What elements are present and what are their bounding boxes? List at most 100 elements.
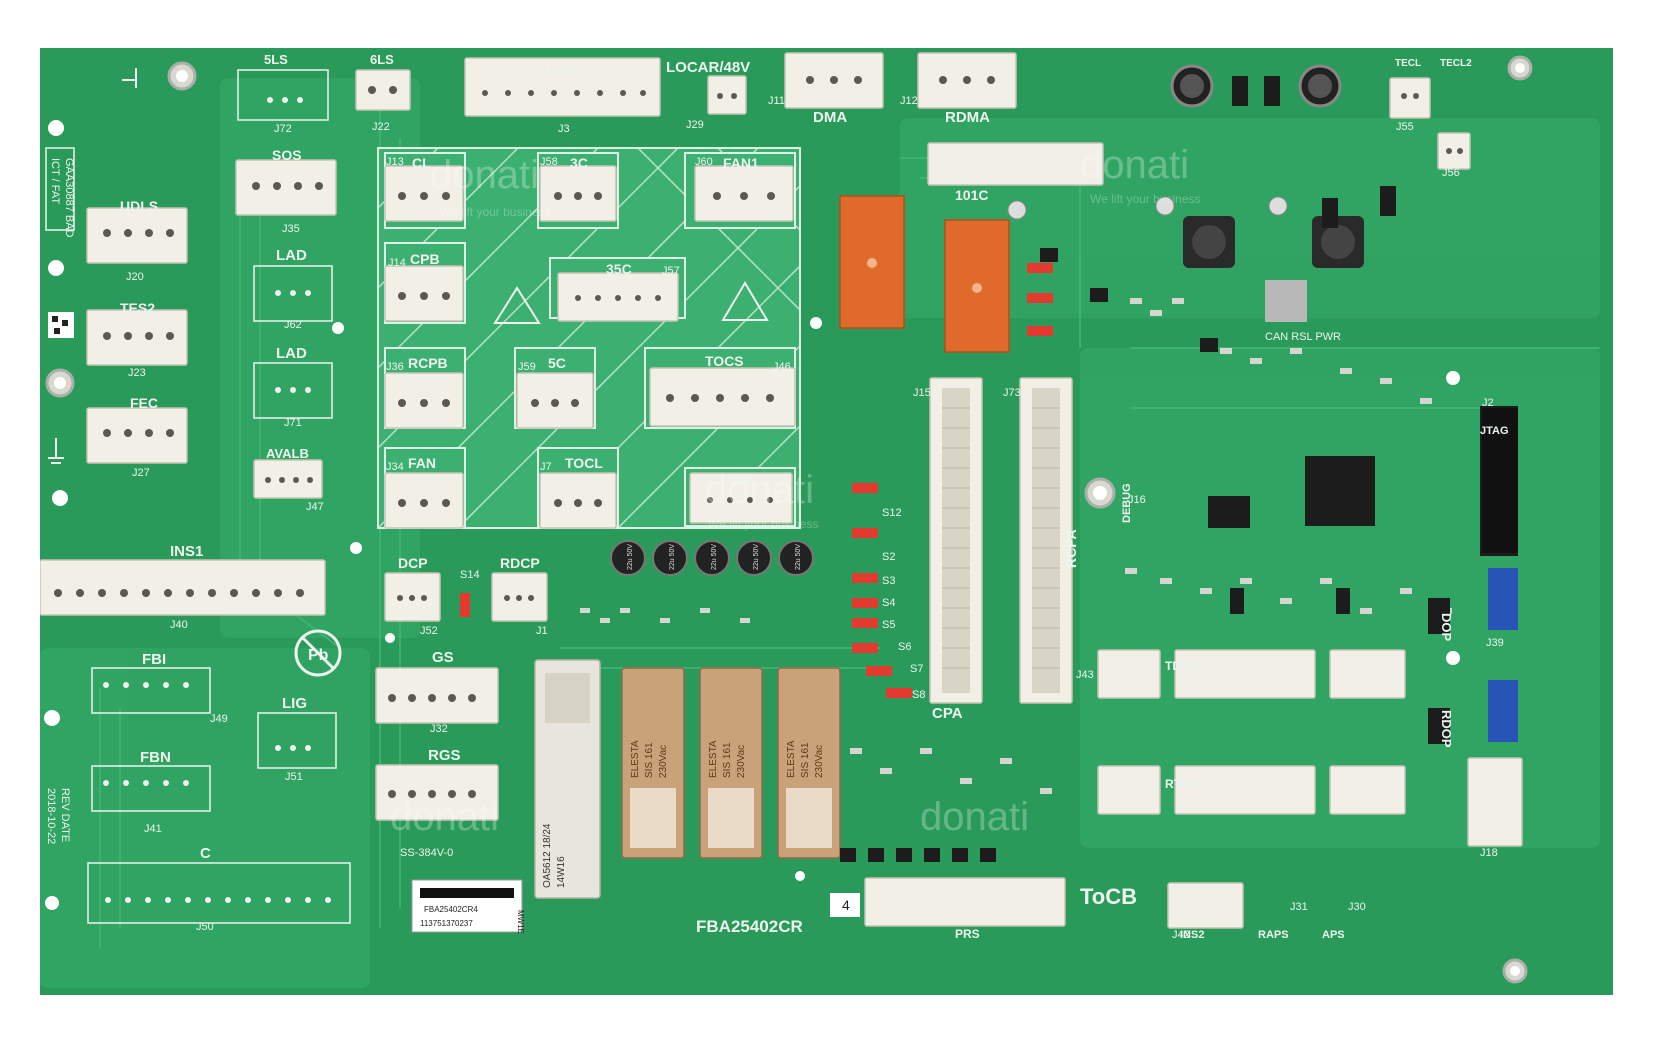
label-LIG: LIG bbox=[282, 695, 307, 712]
label-RDMA: RDMA bbox=[945, 109, 990, 126]
switch-S12: S12 bbox=[882, 507, 902, 519]
smd-dark bbox=[840, 248, 1450, 862]
pb-text: Pb bbox=[308, 647, 329, 664]
cap-text-1: 22u 50V bbox=[627, 544, 634, 570]
watermarks: donati donati donati donati donati We li… bbox=[390, 143, 1201, 839]
label-TECL2: TECL2 bbox=[1440, 58, 1472, 69]
empty-footprints bbox=[87, 69, 351, 924]
pcb-drawing: 5LS 6LS 102C LOCAR/48V DMA RDMA TECL TEC… bbox=[40, 48, 1613, 995]
ref-J46: J46 bbox=[773, 361, 791, 373]
relay1-text-2: SIS 161 bbox=[644, 742, 655, 778]
label-RCPB: RCPB bbox=[408, 355, 448, 371]
watermark-5: donati bbox=[920, 795, 1029, 839]
copper-pour bbox=[40, 78, 1600, 988]
ref-J71: J71 bbox=[284, 417, 302, 429]
label-CPB: CPB bbox=[410, 251, 440, 267]
amber-relays bbox=[621, 667, 841, 859]
ref-J51: J51 bbox=[285, 771, 303, 783]
ref-J49: J49 bbox=[210, 713, 228, 725]
label-3C: 3C bbox=[570, 155, 588, 171]
ref-J13: J13 bbox=[386, 156, 404, 168]
ref-J40: J40 bbox=[170, 619, 188, 631]
cap-text-5: 22u 50V bbox=[795, 544, 802, 570]
qr-code bbox=[48, 312, 74, 338]
label-RTDOS: RTDOS bbox=[1165, 777, 1207, 791]
dip-switches bbox=[460, 263, 1053, 698]
safety-relay-text-1: OA5612 18/24 bbox=[542, 823, 553, 888]
ref-J35: J35 bbox=[282, 223, 300, 235]
switch-S4: S4 bbox=[882, 597, 895, 609]
label-INS2: INS2 bbox=[1180, 929, 1204, 941]
label-5LS: 5LS bbox=[264, 52, 288, 67]
ref-J20: J20 bbox=[126, 271, 144, 283]
watermark-4: donati bbox=[390, 795, 499, 839]
label-ToCB: ToCB bbox=[1080, 884, 1137, 909]
orange-relays bbox=[839, 195, 1010, 353]
label-RDCP: RDCP bbox=[500, 555, 540, 571]
ref-J29: J29 bbox=[686, 119, 704, 131]
blue-connectors bbox=[1488, 568, 1518, 742]
ref-J27: J27 bbox=[132, 467, 150, 479]
watermark-3: donati bbox=[1080, 143, 1189, 187]
header-pin-rows bbox=[942, 388, 1060, 693]
board-text: FBA25402CR 4 FBA25402CR4 113751370237 MW… bbox=[45, 158, 1341, 936]
ict-fat: ICT / FAT bbox=[49, 158, 61, 204]
label-DEBUG: DEBUG bbox=[1121, 483, 1133, 523]
switch-S2: S2 bbox=[882, 551, 895, 563]
switch-S8: S8 bbox=[912, 689, 925, 701]
ref-J47: J47 bbox=[306, 501, 324, 513]
connector-pins bbox=[54, 76, 1463, 798]
sticker-line-1: FBA25402CR4 bbox=[424, 905, 478, 914]
ref-J11: J11 bbox=[768, 95, 785, 107]
switch-S7: S7 bbox=[910, 663, 923, 675]
ref-J2: J2 bbox=[1482, 397, 1494, 409]
ref-J58: J58 bbox=[540, 156, 558, 168]
board-part-number: FBA25402CR bbox=[696, 917, 803, 936]
ref-J23: J23 bbox=[128, 367, 146, 379]
ref-J59: J59 bbox=[518, 361, 536, 373]
label-RDOP: RDOP bbox=[1439, 710, 1454, 748]
ref-J22: J22 bbox=[372, 121, 390, 133]
ref-J31: J31 bbox=[1290, 901, 1308, 913]
relay1-text-3: 230Vac bbox=[658, 745, 669, 778]
label-LAD-1: LAD bbox=[276, 247, 307, 264]
label-DOP: DOP bbox=[1439, 613, 1454, 642]
label-FBI: FBI bbox=[142, 651, 166, 668]
ref-J57: J57 bbox=[662, 265, 680, 277]
label-LOCAR48V: LOCAR/48V bbox=[666, 59, 750, 76]
label-JTAG: JTAG bbox=[1480, 425, 1509, 437]
label-GS: GS bbox=[432, 649, 454, 666]
label-RAPS: RAPS bbox=[1258, 929, 1289, 941]
sticker-side: MW1E bbox=[516, 910, 525, 934]
label-CL: CL bbox=[412, 155, 431, 171]
switch-S3: S3 bbox=[882, 575, 895, 587]
ref-J30: J30 bbox=[1348, 901, 1366, 913]
label-SOS: SOS bbox=[272, 147, 302, 163]
label-UDLS: UDLS bbox=[120, 198, 158, 214]
ground-symbols bbox=[48, 68, 137, 464]
safety-relay-window bbox=[545, 673, 590, 723]
label-35C: 35C bbox=[606, 261, 632, 277]
ref-J43: J43 bbox=[1076, 669, 1094, 681]
tag-box bbox=[830, 893, 860, 917]
label-APS: APS bbox=[1322, 929, 1345, 941]
label-TECL: TECL bbox=[1395, 58, 1421, 69]
relay-markings: OA5612 18/24 14W16 ELESTA SIS 161 230Vac… bbox=[542, 740, 825, 888]
ref-J50: J50 bbox=[196, 921, 214, 933]
id-block-frame bbox=[45, 147, 75, 231]
watermark-2: donati bbox=[705, 468, 814, 512]
code-text: SS-384V-0 bbox=[400, 847, 453, 859]
relay2-text-1: ELESTA bbox=[708, 740, 719, 778]
can-text: CAN RSL PWR bbox=[1265, 331, 1341, 343]
ref-J32: J32 bbox=[430, 723, 448, 735]
capacitor-markings: 22u 50V 22u 50V 22u 50V 22u 50V 22u 50V bbox=[627, 544, 802, 570]
test-holes bbox=[44, 120, 1460, 910]
sticker-barcode bbox=[420, 888, 514, 898]
watermark-1: donati bbox=[430, 153, 539, 197]
watermark-sub-3: We lift your business bbox=[1090, 192, 1201, 206]
ref-designators: J72 J22 J3 J29 J11 J12 J55 J56 J20 J35 J… bbox=[126, 95, 1504, 941]
cap-text-3: 22u 50V bbox=[711, 544, 718, 570]
label-FAN: FAN bbox=[408, 455, 436, 471]
jtag-header bbox=[1482, 408, 1518, 553]
inductors bbox=[1183, 216, 1364, 268]
